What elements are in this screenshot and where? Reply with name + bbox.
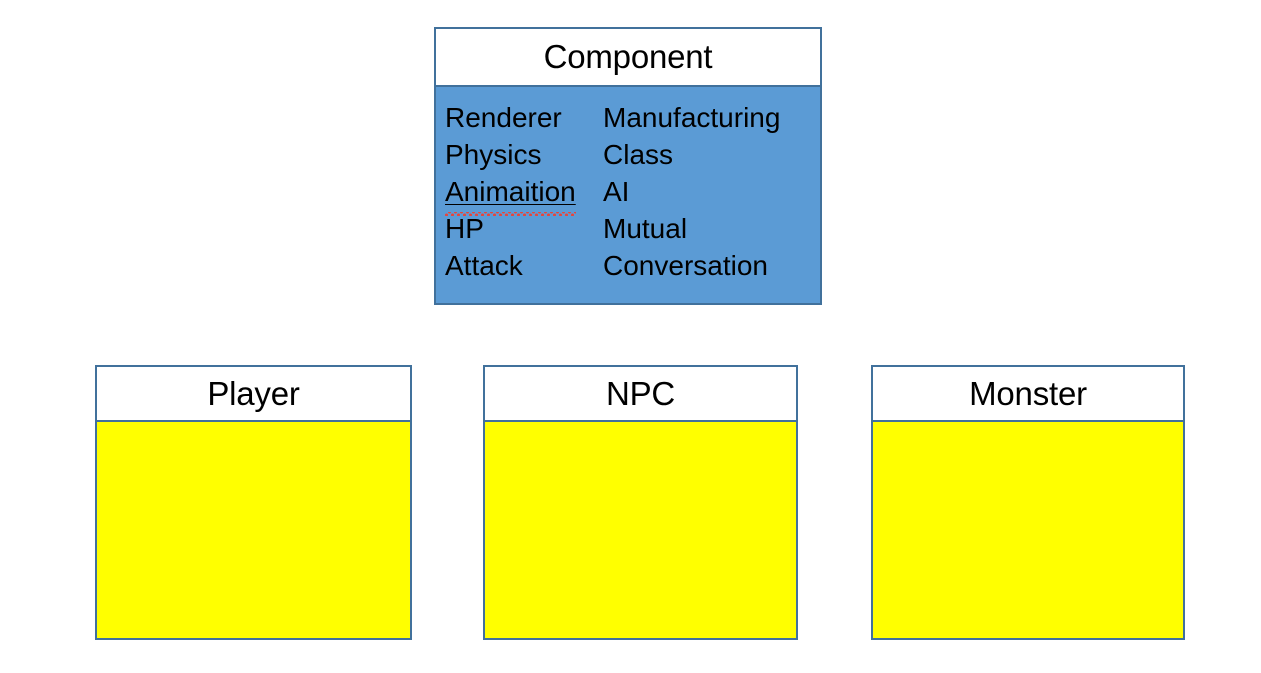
npc-class-title: NPC xyxy=(485,367,796,420)
attribute-right-3: Mutual xyxy=(603,213,688,244)
component-header-divider xyxy=(436,85,820,87)
npc-header-divider xyxy=(485,420,796,422)
monster-class-title: Monster xyxy=(873,367,1183,420)
attribute-right-4: Conversation xyxy=(603,250,768,281)
attribute-left-2: Animaition xyxy=(445,173,603,216)
attribute-right-0: Manufacturing xyxy=(603,102,781,133)
npc-body[interactable] xyxy=(485,422,796,638)
player-class-title: Player xyxy=(97,367,410,420)
component-class-box[interactable]: Component Renderer Manufacturing Physics… xyxy=(434,27,822,305)
component-attribute-table: Renderer Manufacturing Physics Class Ani… xyxy=(445,99,780,284)
monster-class-box[interactable]: Monster xyxy=(871,365,1185,640)
player-body[interactable] xyxy=(97,422,410,638)
attribute-left-0: Renderer xyxy=(445,102,562,133)
player-class-box[interactable]: Player xyxy=(95,365,412,640)
component-attributes-body[interactable]: Renderer Manufacturing Physics Class Ani… xyxy=(436,87,820,303)
monster-header-divider xyxy=(873,420,1183,422)
player-header-divider xyxy=(97,420,410,422)
attribute-left-1: Physics xyxy=(445,139,542,170)
attribute-right-1: Class xyxy=(603,139,674,170)
attribute-left-4: Attack xyxy=(445,250,523,281)
attribute-left-3: HP xyxy=(445,213,484,244)
spellcheck-misspelled-word: Animaition xyxy=(445,173,576,216)
attribute-right-2: AI xyxy=(603,176,630,207)
npc-class-box[interactable]: NPC xyxy=(483,365,798,640)
component-class-title: Component xyxy=(436,29,820,85)
monster-body[interactable] xyxy=(873,422,1183,638)
